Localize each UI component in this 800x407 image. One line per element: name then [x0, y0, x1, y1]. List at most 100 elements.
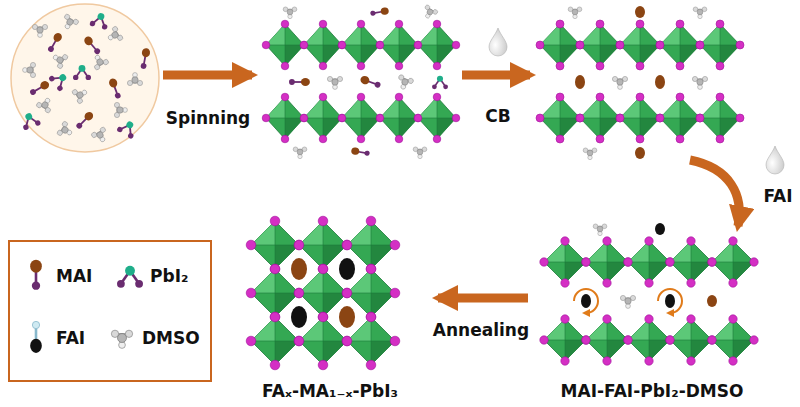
octahedron: [338, 20, 384, 70]
cation: [655, 75, 665, 89]
legend-box: MAI PbI₂ FAI DMSO: [8, 240, 212, 382]
octahedron: [536, 20, 584, 70]
cation: [707, 295, 717, 307]
dmso-molecule: [692, 76, 707, 89]
step-label: Spinning: [166, 108, 251, 128]
mai-molecule: [46, 31, 63, 53]
octahedron: [666, 315, 716, 365]
dmso-molecule: [568, 7, 582, 19]
octahedron: [540, 237, 590, 287]
rotation-arrow: [658, 289, 682, 313]
dmso-molecule: [612, 76, 627, 89]
pbi2-molecule: [19, 110, 41, 130]
legend-text: PbI₂: [150, 266, 188, 286]
solution-circle: [11, 4, 159, 152]
cation: [635, 6, 645, 18]
octahedron: [576, 20, 624, 70]
cation: [665, 294, 675, 308]
process-arrow: [438, 294, 528, 303]
octahedron: [376, 20, 422, 70]
octahedron: [300, 93, 346, 143]
dmso-molecule: [32, 24, 47, 37]
solvent-drop: [489, 28, 507, 56]
cation: [291, 258, 307, 280]
legend-text: MAI: [56, 266, 92, 286]
dmso-molecule: [90, 52, 110, 71]
dmso-molecule: [583, 148, 597, 160]
dmso-molecule: [395, 74, 414, 91]
phase-label: FAₓ-MA₁₋ₓ-PbI₃: [262, 381, 398, 401]
dmso-molecule: [56, 121, 75, 141]
octahedron: [708, 315, 758, 365]
mixed-intermediate: [540, 223, 758, 365]
phase-label: MAI-FAI-PbI₂-DMSO: [561, 381, 744, 401]
octahedron: [624, 315, 674, 365]
octahedron: [536, 93, 584, 143]
octahedron: [708, 237, 758, 287]
mai-molecule: [351, 147, 371, 157]
step-label: CB: [485, 106, 510, 126]
octahedron: [262, 93, 308, 143]
cation: [339, 258, 355, 280]
octahedron: [624, 237, 674, 287]
dmso-molecule: [111, 330, 132, 348]
perovskite-lattice: [246, 216, 400, 370]
octahedron: [656, 93, 704, 143]
octahedron: [414, 93, 460, 143]
octahedron: [338, 93, 384, 143]
legend-entry: FAI: [20, 318, 85, 358]
cation: [575, 75, 585, 89]
pbi2-molecule: [89, 11, 110, 30]
mai-molecule: [28, 80, 50, 97]
legend-icon: [106, 318, 138, 358]
octahedron: [576, 93, 624, 143]
dmso-molecule: [421, 4, 439, 21]
dmso-molecule: [127, 73, 142, 86]
mai-molecule: [108, 77, 123, 99]
rotation-arrow: [574, 289, 598, 313]
step-label: FAI: [763, 186, 792, 206]
cation: [635, 147, 645, 159]
mai-molecule: [359, 75, 381, 90]
cation: [581, 294, 591, 308]
step-label: Annealing: [433, 320, 529, 340]
dmso-molecule: [71, 85, 90, 105]
octahedron: [582, 237, 632, 287]
process-arrow: [462, 71, 530, 80]
dmso-molecule: [620, 295, 635, 308]
dmso-molecule: [327, 76, 342, 89]
legend-icon: [114, 256, 146, 296]
dmso-molecule: [50, 50, 69, 70]
cation: [655, 223, 665, 235]
octahedron: [616, 20, 664, 70]
octahedron: [300, 20, 346, 70]
octahedron: [262, 20, 308, 70]
intermediate-phase: [536, 6, 744, 160]
pbi2-molecule: [73, 65, 91, 80]
dmso-molecule: [293, 147, 307, 159]
dmso-molecule: [36, 95, 56, 114]
pbi2-molecule: [117, 266, 143, 288]
legend-entry: MAI: [20, 256, 92, 296]
dmso-molecule: [23, 62, 36, 77]
legend-entry: DMSO: [106, 318, 200, 358]
dmso-molecule: [693, 7, 707, 19]
octahedron: [696, 93, 744, 143]
mai-molecule: [370, 7, 390, 17]
dmso-molecule: [91, 126, 111, 145]
octahedron: [696, 20, 744, 70]
dmso-molecule: [114, 102, 127, 117]
octahedron: [540, 315, 590, 365]
dmso-molecule: [283, 7, 297, 19]
pbi2-molecule: [48, 69, 71, 93]
legend-icon: [20, 318, 52, 358]
precursor-solution: [11, 4, 159, 152]
dmso-molecule: [593, 224, 607, 236]
mai-molecule: [30, 260, 42, 290]
process-arrow: [690, 160, 739, 226]
pbi2-molecule: [432, 76, 448, 89]
solvent-drop: [766, 146, 784, 174]
octahedron: [616, 93, 664, 143]
dmso-molecule: [60, 13, 80, 32]
octahedron: [414, 20, 460, 70]
